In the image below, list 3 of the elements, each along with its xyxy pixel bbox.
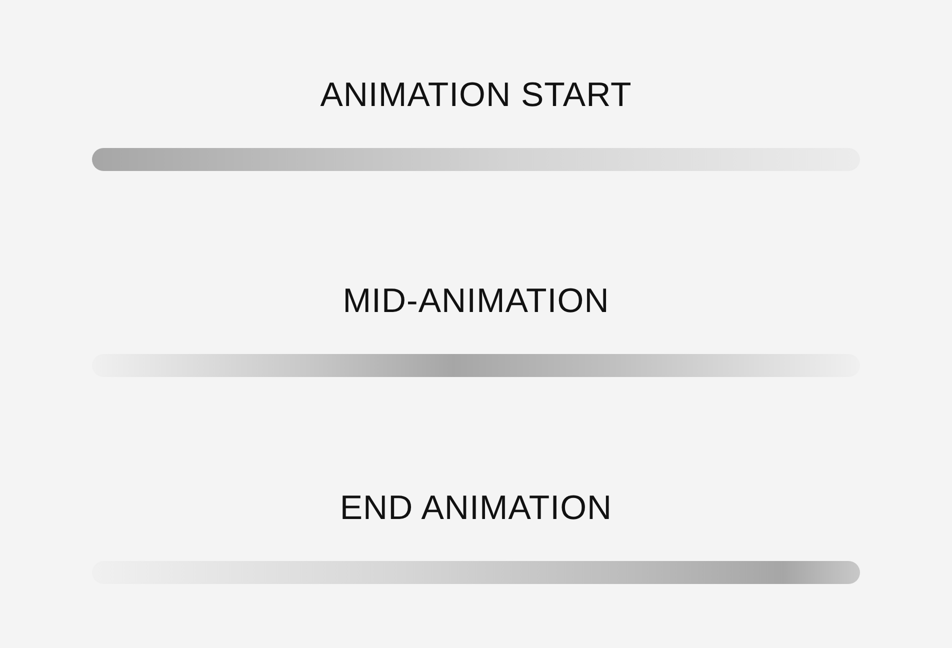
heading: END ANIMATION	[340, 488, 612, 528]
heading: ANIMATION START	[320, 75, 632, 115]
heading: MID-ANIMATION	[342, 281, 610, 321]
